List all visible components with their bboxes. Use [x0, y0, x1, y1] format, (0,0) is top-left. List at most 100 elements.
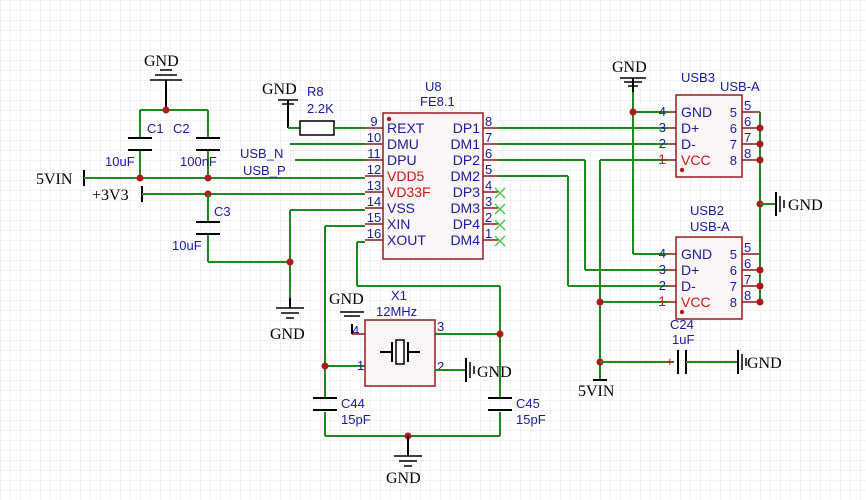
no-connect-markers	[494, 187, 506, 247]
usb3-body	[675, 94, 743, 178]
u8-value: FE8.1	[420, 94, 455, 109]
c2-ref: C2	[173, 121, 190, 136]
c44-ref: C44	[341, 396, 365, 411]
r8-value: 2.2K	[307, 101, 334, 116]
u8-pin-name: VD33F	[387, 184, 431, 200]
gnd-label: GND	[262, 81, 297, 98]
capacitor-c24: + C24 1uF GND	[666, 317, 782, 374]
usb2-ref: USB2	[690, 203, 724, 218]
gnd-symbol-r8: GND	[262, 81, 298, 128]
usb-n-net-label: USB_N	[240, 146, 283, 161]
capacitor-c1: C1 10uF	[105, 121, 164, 169]
u8-pin-name: DM2	[450, 168, 480, 184]
u8-pin-name: DP2	[453, 152, 480, 168]
usb-pin-name: D+	[681, 262, 699, 278]
usb-pin-name: 6	[730, 263, 737, 278]
x1-pin-2: 2	[437, 359, 444, 374]
usb-pin-name: 7	[730, 137, 737, 152]
usb-pin-number: 1	[658, 293, 666, 309]
usb-pin-number: 3	[659, 120, 666, 135]
gnd-label: GND	[270, 326, 305, 343]
capacitor-c3: C3 10uF	[172, 204, 231, 253]
u8-pin-name: DP4	[453, 216, 480, 232]
u8-pin-name: DP1	[453, 120, 480, 136]
u8-pin-name: XIN	[387, 216, 410, 232]
u8-ref: U8	[425, 79, 442, 94]
c24-ref: C24	[670, 317, 694, 332]
usb-pin-number: 3	[659, 262, 666, 277]
usb-shield-pin-number: 7	[744, 272, 751, 287]
x1-ref: X1	[391, 288, 407, 303]
usb-shield-pin-number: 6	[744, 114, 751, 129]
gnd-label: GND	[788, 197, 823, 214]
usb-pin-name: D-	[681, 278, 696, 294]
vin-label: 5VIN	[578, 383, 615, 400]
u8-pin-number: 2	[485, 210, 492, 225]
vss-ground-wiring	[286, 209, 365, 298]
shield-gnd-rail: GND	[756, 112, 823, 306]
capacitor-c2: C2 100nF	[173, 121, 220, 169]
u8-pin-number: 9	[370, 114, 377, 129]
c45-value: 15pF	[516, 412, 546, 427]
usb-shield-pin-number: 7	[744, 130, 751, 145]
usb-pin-name: 5	[730, 247, 737, 262]
u8-pin-number: 8	[485, 114, 492, 129]
usb-pin-number: 2	[659, 136, 666, 151]
gnd-symbol-vss: GND	[270, 298, 305, 343]
usb-shield-pin-number: 8	[744, 288, 751, 303]
x1-pin-1: 1	[357, 358, 364, 373]
u8-pin-name: DM3	[450, 200, 480, 216]
u8-pin-name: DP3	[453, 184, 480, 200]
u8-pin-number: 6	[485, 146, 492, 161]
usb-shield-pin-number: 6	[744, 256, 751, 271]
usb-pin-name: D-	[681, 136, 696, 152]
usb-pin-name: 7	[730, 279, 737, 294]
usb-pin-number: 1	[658, 151, 666, 167]
usb-pin-name: 5	[730, 105, 737, 120]
usb-pin-name: VCC	[681, 152, 711, 168]
usb-pin-name: D+	[681, 120, 699, 136]
usb3-value: USB-A	[720, 79, 760, 94]
gnd-label: GND	[144, 53, 179, 70]
c1-c2-wiring	[139, 106, 209, 178]
u8-pin-name: XOUT	[387, 232, 426, 248]
gnd-label: GND	[612, 59, 647, 76]
usb-pin-name: 8	[730, 295, 737, 310]
u8-pin-number: 12	[367, 162, 381, 177]
u8-pin-number: 10	[367, 130, 381, 145]
resistor-r8: R8 2.2K	[288, 84, 365, 136]
u8-pin-number: 15	[367, 210, 381, 225]
crystal-x1: X1 12MHz 4 1 2 3 GND GND	[329, 288, 512, 387]
x1-pin-3: 3	[437, 319, 444, 334]
u8-body	[382, 112, 484, 260]
u8-pin-number: 13	[367, 178, 381, 193]
usb-shield-pin-number: 8	[744, 146, 751, 161]
u8-pin-number: 14	[367, 194, 381, 209]
gnd-symbol-usb: GND	[612, 59, 647, 92]
usb-shield-pin-number: 5	[744, 240, 751, 255]
u8-pin-number: 5	[485, 162, 492, 177]
usb-pin-number: 4	[659, 104, 666, 119]
gnd-label: GND	[477, 364, 512, 381]
usb-p-net-label: USB_P	[243, 163, 286, 178]
v33-label: +3V3	[92, 187, 129, 204]
crystal-wiring: GND	[321, 225, 504, 487]
v33-power-port: +3V3	[92, 186, 365, 263]
capacitor-c45: C45 15pF	[488, 396, 546, 427]
vin-label: 5VIN	[36, 171, 73, 188]
u8-pin-number: 7	[485, 130, 492, 145]
usb-pin-name: 8	[730, 153, 737, 168]
c2-value: 100nF	[180, 154, 217, 169]
usb-vcc-wiring: 5VIN	[578, 159, 674, 400]
x1-value: 12MHz	[376, 304, 417, 319]
usb3-ref: USB3	[681, 70, 715, 85]
c24-value: 1uF	[672, 332, 694, 347]
usb-pin-number: 2	[659, 278, 666, 293]
u8-pin-number: 4	[485, 178, 492, 193]
